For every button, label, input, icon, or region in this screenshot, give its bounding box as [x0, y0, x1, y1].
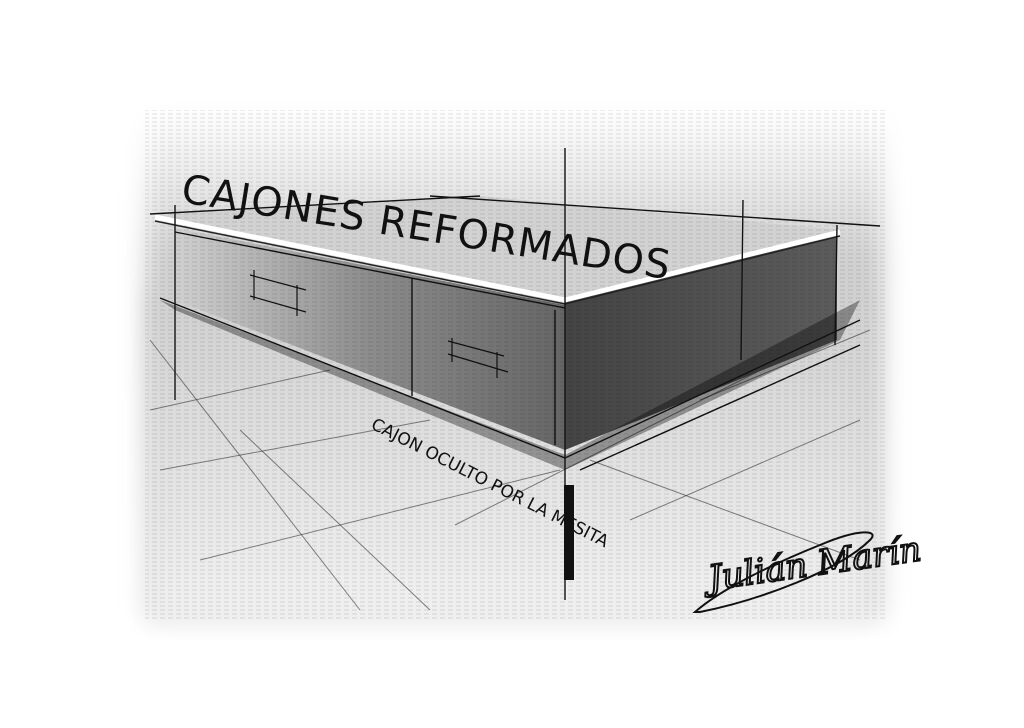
- drawer-handle-left: [249, 270, 307, 316]
- floor-tiles: [149, 329, 871, 611]
- drawer-handle-right: [447, 338, 509, 378]
- table-leg: [564, 485, 574, 580]
- construction-lines: [149, 148, 881, 600]
